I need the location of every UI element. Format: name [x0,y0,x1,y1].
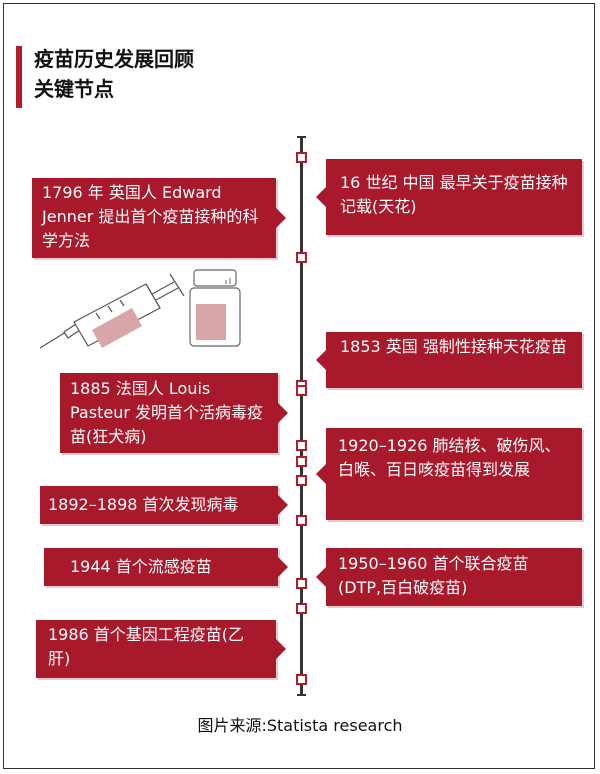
event-text-1944: 1944 首个流感疫苗 [70,557,212,576]
event-box-1892: 1892–1898 首次发现病毒 [40,486,288,524]
timeline-node-16c [296,152,307,163]
event-text-1892: 1892–1898 首次发现病毒 [48,495,239,514]
event-text-1920: 1920–1926 肺结核、破伤风、白喉、百日咳疫苗得到发展 [338,436,561,479]
event-text-1986: 1986 首个基因工程疫苗(乙肝) [48,625,245,668]
event-box-1950: 1950–1960 首个联合疫苗(DTP,百白破疫苗) [316,548,582,606]
event-text-16th-century: 16 世纪 中国 最早关于疫苗接种记载(天花) [340,173,568,216]
event-box-1986: 1986 首个基因工程疫苗(乙肝) [36,620,286,678]
event-text-1885: 1885 法国人 Louis Pasteur 发明首个活病毒疫苗(狂犬病) [70,379,263,446]
event-box-1853: 1853 英国 强制性接种天花疫苗 [316,332,582,388]
title-accent-bar [16,46,22,108]
timeline-node-1885b [296,440,307,451]
timeline-axis-bottom-cap [297,694,306,696]
timeline-axis-top-cap [297,136,306,138]
source-credit: 图片来源:Statista research [197,716,403,735]
syringe-icon [39,273,185,349]
timeline-node-1920b [296,475,307,486]
event-text-1950: 1950–1960 首个联合疫苗(DTP,百白破疫苗) [338,554,529,597]
event-box-1885: 1885 法国人 Louis Pasteur 发明首个活病毒疫苗(狂犬病) [60,373,288,453]
timeline-node-1986 [296,674,307,685]
event-box-16th-century: 16 世纪 中国 最早关于疫苗接种记载(天花) [316,159,582,235]
timeline-node-1950 [296,603,307,614]
title-line-2: 关键节点 [34,77,114,101]
vaccine-illustration [39,269,241,349]
border-frame [3,3,595,769]
event-box-1920: 1920–1926 肺结核、破伤风、白喉、百日咳疫苗得到发展 [316,428,582,520]
event-box-1796: 1796 年 英国人 Edward Jenner 提出首个疫苗接种的科学方法 [32,178,286,258]
title-line-1: 疫苗历史发展回顾 [34,47,194,71]
event-text-1796: 1796 年 英国人 Edward Jenner 提出首个疫苗接种的科学方法 [42,183,259,250]
event-text-1853: 1853 英国 强制性接种天花疫苗 [340,337,567,356]
timeline-axis [300,138,303,695]
event-box-1944: 1944 首个流感疫苗 [44,548,288,586]
timeline-node-1892 [296,515,307,526]
timeline-node-1944 [296,578,307,589]
vaccine-vial-icon [189,269,241,347]
timeline-node-1796 [296,252,307,263]
timeline-node-1885 [296,385,307,396]
page-title: 疫苗历史发展回顾 关键节点 [34,44,194,104]
timeline-node-1920 [296,456,307,467]
